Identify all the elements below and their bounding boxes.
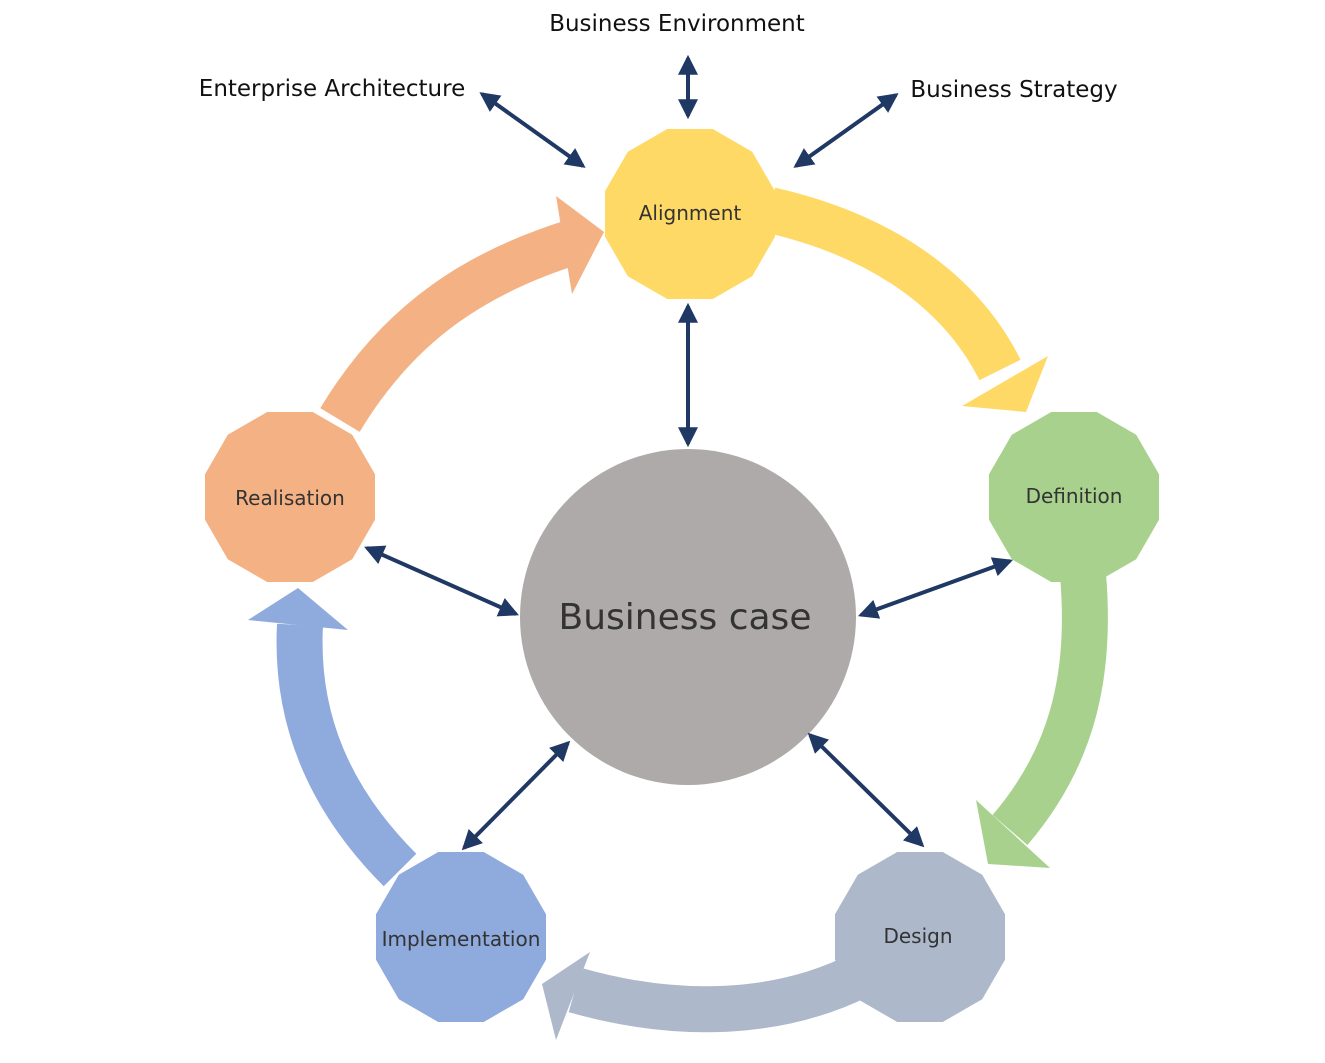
enterprise-architecture-label: Enterprise Architecture bbox=[199, 76, 465, 102]
connector-architecture-alignment bbox=[479, 92, 586, 168]
alignment-node bbox=[605, 129, 775, 299]
connectors bbox=[364, 54, 1014, 851]
realisation-node bbox=[205, 412, 375, 582]
arrowhead-realisation-to-alignment bbox=[556, 196, 604, 294]
business-environment-label: Business Environment bbox=[549, 11, 805, 37]
arrowhead-alignment-to-definition bbox=[962, 356, 1048, 412]
arrow-implementation-to-realisation bbox=[276, 623, 417, 887]
arrow-definition-to-design bbox=[992, 573, 1108, 845]
business-strategy-label: Business Strategy bbox=[910, 77, 1117, 103]
connector-strategy-alignment bbox=[793, 93, 899, 168]
design-label: Design bbox=[883, 924, 952, 948]
business-case-label: Business case bbox=[559, 597, 812, 638]
definition-label: Definition bbox=[1026, 484, 1123, 508]
alignment-label: Alignment bbox=[639, 201, 742, 225]
connector-realisation-businesscase bbox=[364, 545, 519, 617]
connector-design-businesscase bbox=[807, 732, 925, 848]
connector-implementation-businesscase bbox=[461, 740, 571, 851]
cycle-arrows bbox=[248, 187, 1108, 1040]
arrow-alignment-to-definition bbox=[764, 187, 1021, 381]
arrowhead-implementation-to-realisation bbox=[248, 588, 348, 630]
business-case-circle bbox=[520, 449, 856, 785]
connector-definition-businesscase bbox=[857, 557, 1014, 619]
stage-nodes bbox=[205, 129, 1159, 1022]
implementation-label: Implementation bbox=[382, 927, 541, 951]
arrowhead-design-to-implementation bbox=[542, 952, 590, 1040]
arrow-realisation-to-alignment bbox=[320, 217, 587, 432]
realisation-label: Realisation bbox=[235, 486, 345, 510]
implementation-node bbox=[376, 852, 546, 1022]
arrow-design-to-implementation bbox=[568, 954, 871, 1033]
design-node bbox=[835, 852, 1005, 1022]
definition-node bbox=[989, 412, 1159, 582]
arrowhead-definition-to-design bbox=[976, 800, 1050, 868]
